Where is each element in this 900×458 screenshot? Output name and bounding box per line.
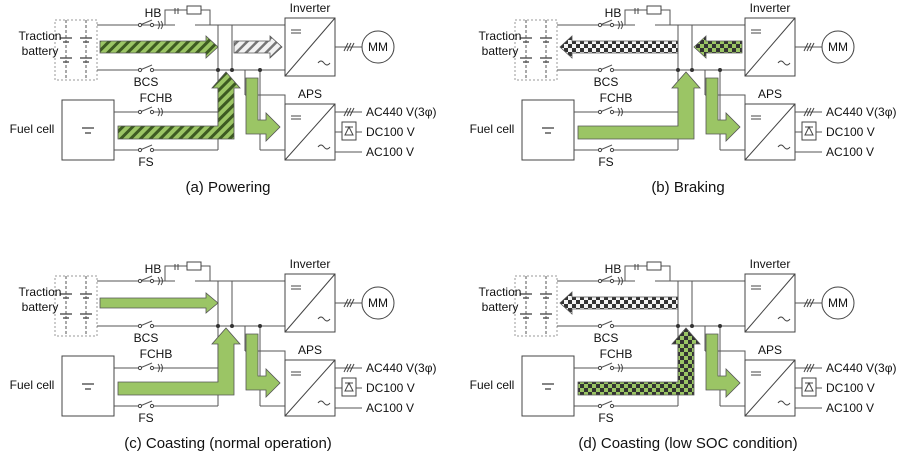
fuel-cell-box bbox=[521, 99, 575, 161]
motor-icon bbox=[361, 30, 395, 64]
traction-battery-label: Traction bbox=[19, 285, 62, 299]
battery-icon bbox=[514, 19, 558, 81]
ac100-label: AC100 V bbox=[826, 401, 874, 415]
bcs-label: BCS bbox=[134, 331, 159, 345]
ac440-label: AC440 V(3φ) bbox=[366, 361, 436, 375]
fs-label: FS bbox=[598, 411, 613, 425]
traction-battery-label: battery bbox=[482, 44, 519, 58]
inverter-label: Inverter bbox=[750, 257, 791, 271]
dc100-label: DC100 V bbox=[366, 381, 415, 395]
flow-arrow-battery-left bbox=[559, 291, 679, 315]
fchb-label: FCHB bbox=[600, 91, 633, 105]
fuel-cell-label: Fuel cell bbox=[10, 378, 55, 392]
fs-label: FS bbox=[138, 411, 153, 425]
fchb-label: FCHB bbox=[140, 91, 173, 105]
panel-caption: (c) Coasting (normal operation) bbox=[124, 435, 332, 452]
traction-battery-label: battery bbox=[22, 44, 59, 58]
aps-label: APS bbox=[298, 87, 322, 101]
flow-arrow-fuelcell-up bbox=[577, 327, 701, 396]
motor-icon bbox=[821, 286, 855, 320]
fchb-label: FCHB bbox=[600, 347, 633, 361]
motor-icon bbox=[821, 30, 855, 64]
flow-arrow-aps bbox=[245, 77, 281, 142]
battery-icon bbox=[514, 275, 558, 337]
mm-label: MM bbox=[368, 40, 388, 54]
dc100-label: DC100 V bbox=[826, 381, 875, 395]
flow-arrow-fuelcell-up bbox=[117, 327, 241, 396]
hb-label: HB bbox=[145, 6, 162, 20]
bcs-label: BCS bbox=[594, 75, 619, 89]
battery-icon bbox=[54, 19, 98, 81]
fchb-label: FCHB bbox=[140, 347, 173, 361]
mm-label: MM bbox=[828, 40, 848, 54]
fuel-cell-box bbox=[61, 99, 115, 161]
inverter-label: Inverter bbox=[290, 257, 331, 271]
dc100-label: DC100 V bbox=[826, 125, 875, 139]
ac100-label: AC100 V bbox=[826, 145, 874, 159]
hb-label: HB bbox=[145, 262, 162, 276]
fuel-cell-label: Fuel cell bbox=[470, 122, 515, 136]
hb-label: HB bbox=[605, 6, 622, 20]
dc100-label: DC100 V bbox=[366, 125, 415, 139]
flow-arrow-inverter-left bbox=[693, 35, 743, 59]
flow-arrow-aps bbox=[245, 333, 281, 398]
fuel-cell-label: Fuel cell bbox=[470, 378, 515, 392]
bcs-label: BCS bbox=[134, 75, 159, 89]
fs-label: FS bbox=[598, 155, 613, 169]
traction-battery-label: Traction bbox=[479, 29, 522, 43]
flow-arrow-inverter-right bbox=[233, 35, 283, 59]
fuel-cell-label: Fuel cell bbox=[10, 122, 55, 136]
inverter-label: Inverter bbox=[750, 1, 791, 15]
flow-arrow-battery-right bbox=[99, 35, 219, 59]
traction-battery-label: Traction bbox=[479, 285, 522, 299]
aps-label: APS bbox=[758, 87, 782, 101]
ac100-label: AC100 V bbox=[366, 401, 414, 415]
flow-arrow-battery-left bbox=[559, 35, 679, 59]
ac440-label: AC440 V(3φ) bbox=[826, 105, 896, 119]
traction-battery-label: battery bbox=[482, 300, 519, 314]
aps-label: APS bbox=[758, 343, 782, 357]
motor-icon bbox=[361, 286, 395, 320]
bcs-label: BCS bbox=[594, 331, 619, 345]
aps-label: APS bbox=[298, 343, 322, 357]
fuel-cell-box bbox=[61, 355, 115, 417]
flow-arrow-battery-right bbox=[99, 292, 219, 314]
inverter-label: Inverter bbox=[290, 1, 331, 15]
ac100-label: AC100 V bbox=[366, 145, 414, 159]
fs-label: FS bbox=[138, 155, 153, 169]
battery-icon bbox=[54, 275, 98, 337]
panel-caption: (d) Coasting (low SOC condition) bbox=[578, 435, 797, 452]
hb-label: HB bbox=[605, 262, 622, 276]
panel-caption: (a) Powering bbox=[185, 179, 270, 196]
flow-arrow-fuelcell-up bbox=[117, 71, 241, 140]
panel-caption: (b) Braking bbox=[651, 179, 724, 196]
fuel-cell-box bbox=[521, 355, 575, 417]
mm-label: MM bbox=[368, 296, 388, 310]
traction-battery-label: battery bbox=[22, 300, 59, 314]
ac440-label: AC440 V(3φ) bbox=[366, 105, 436, 119]
mm-label: MM bbox=[828, 296, 848, 310]
flow-arrow-fuelcell-up bbox=[577, 71, 701, 140]
traction-battery-label: Traction bbox=[19, 29, 62, 43]
ac440-label: AC440 V(3φ) bbox=[826, 361, 896, 375]
flow-arrow-aps bbox=[705, 77, 741, 142]
flow-arrow-aps bbox=[705, 333, 741, 398]
